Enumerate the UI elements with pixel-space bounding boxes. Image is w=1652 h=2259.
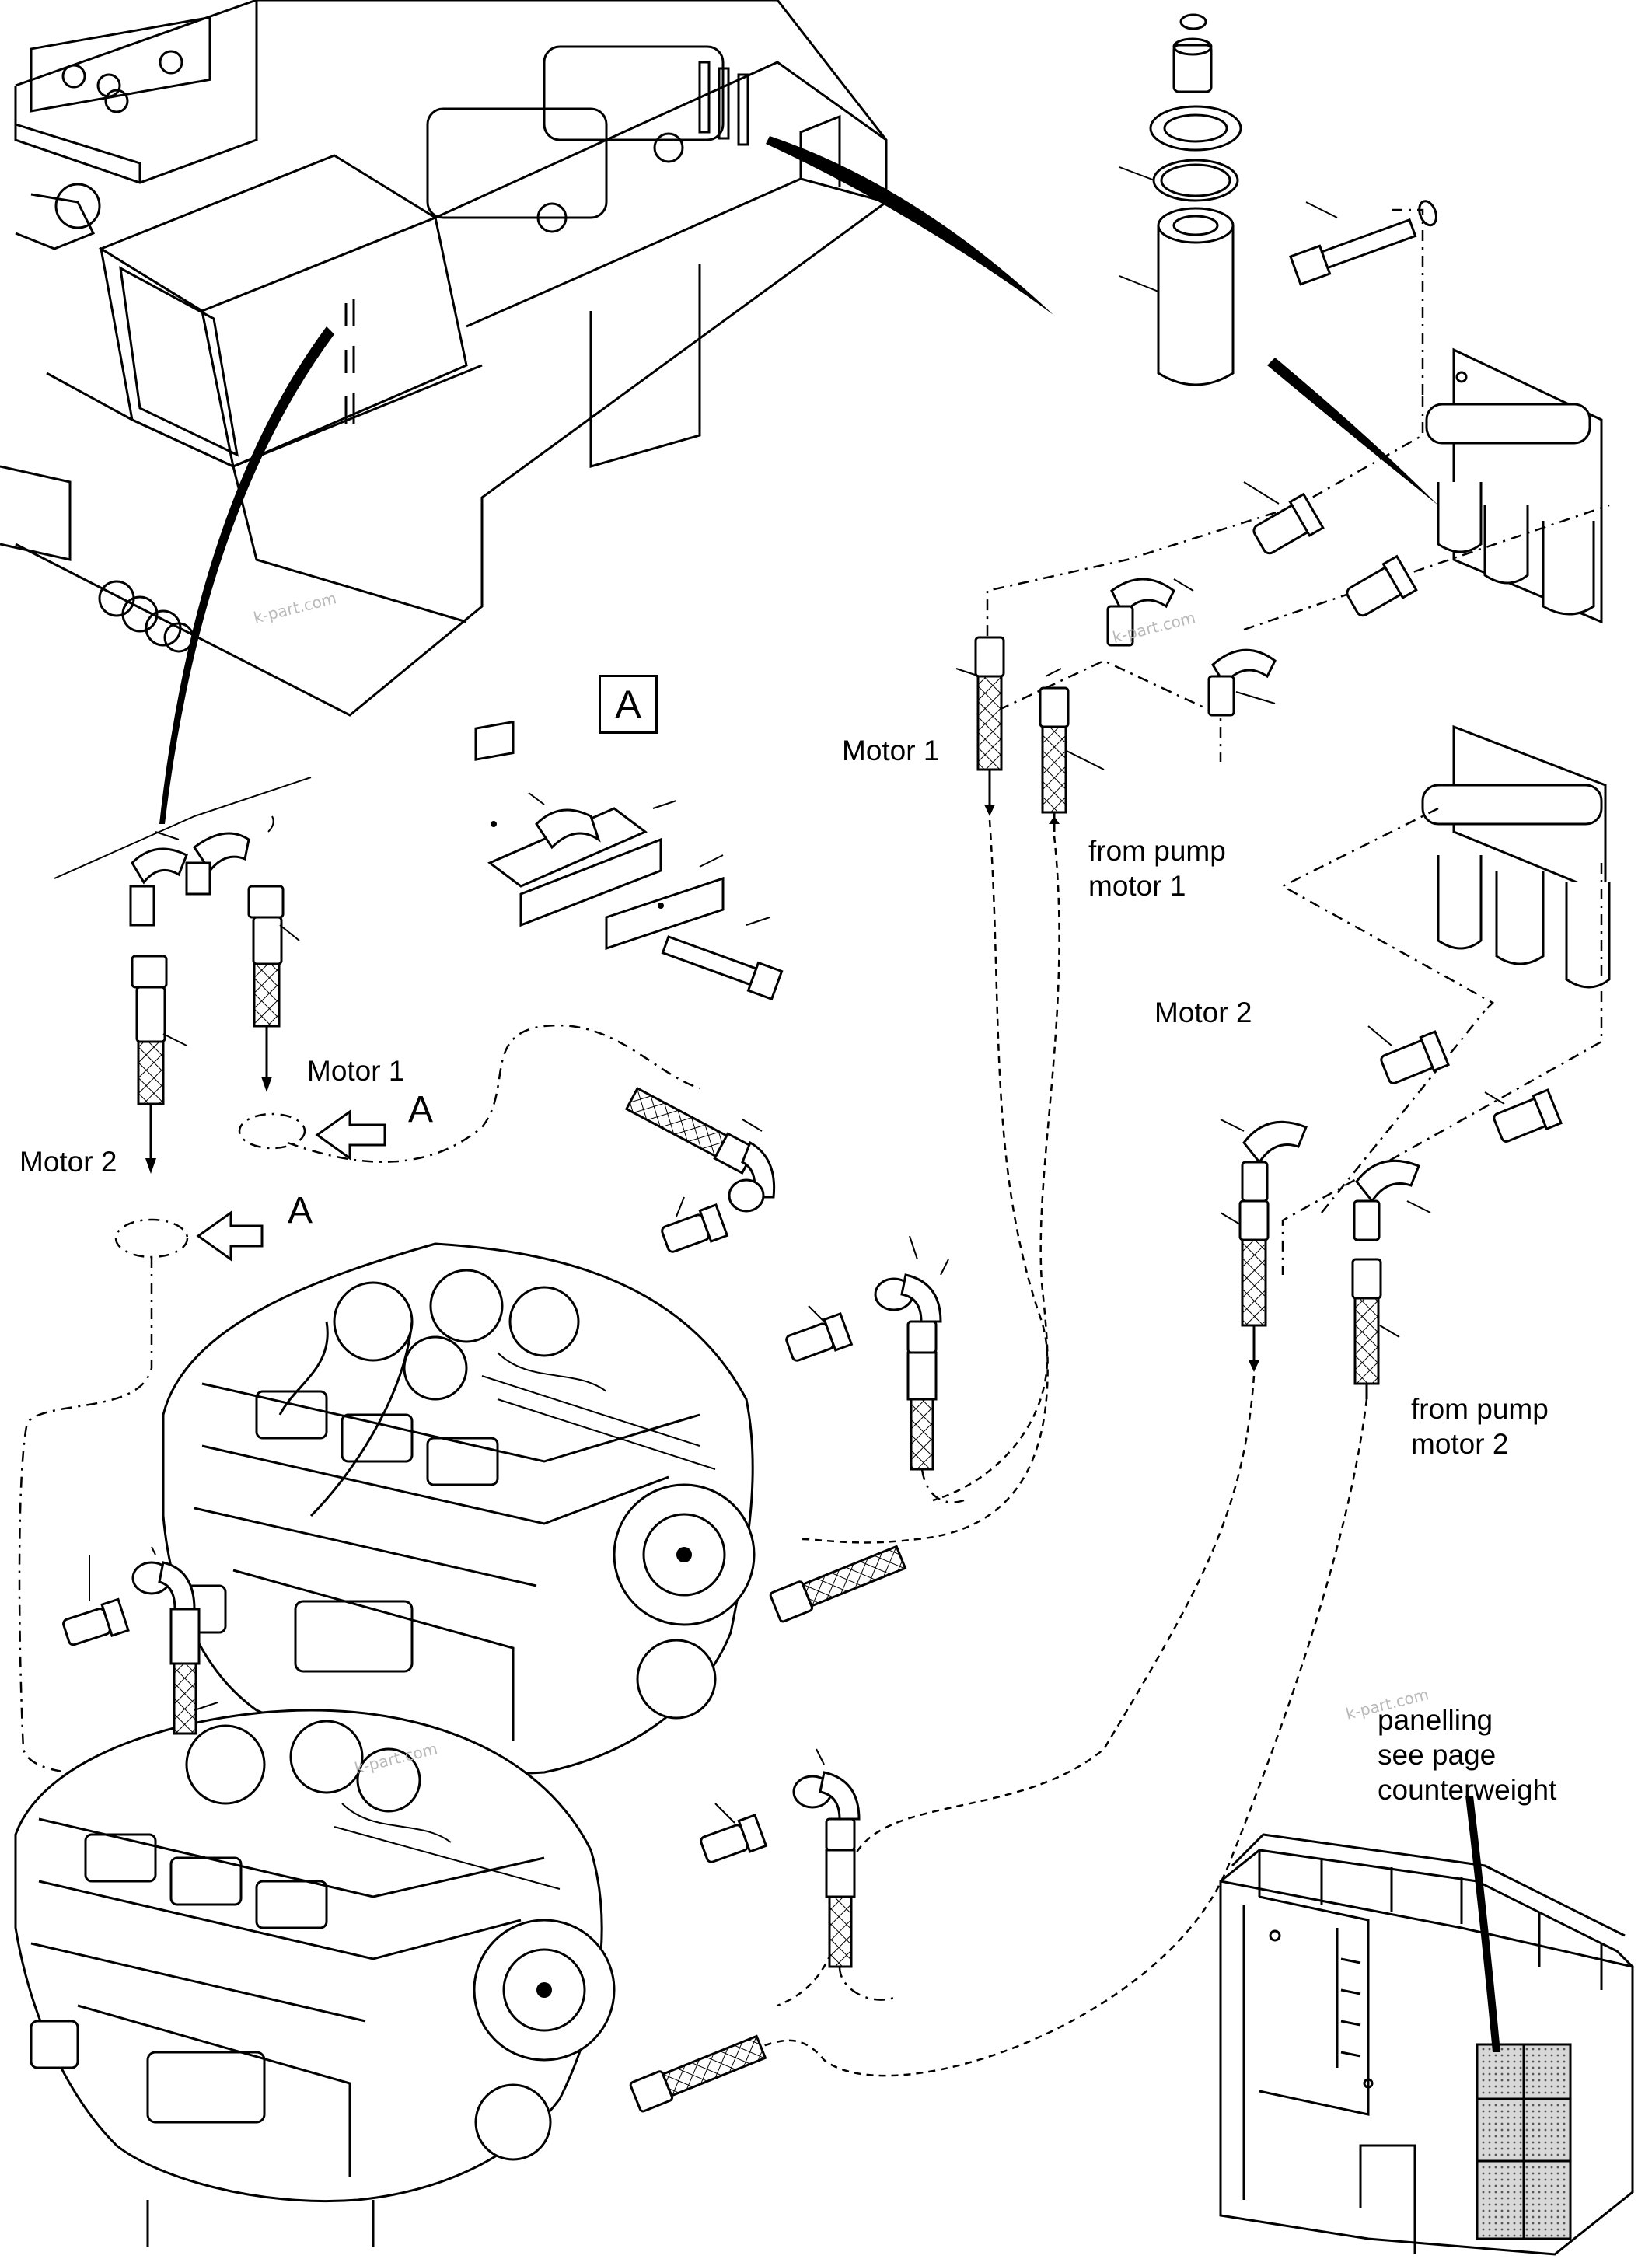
label-from-pump-motor1-l2: motor 1 — [1088, 870, 1186, 902]
label-panelling-l2: see page — [1378, 1739, 1497, 1771]
filter-assembly — [1119, 13, 1603, 624]
detail-a-callout-box: A — [599, 675, 658, 734]
counterweight-panelling — [1219, 1796, 1634, 2256]
engine-side-fittings — [62, 1546, 895, 2113]
middle-hose-fittings — [624, 1086, 965, 1623]
motor1-pump-connections — [800, 396, 1610, 1544]
label-a-upper: A — [408, 1089, 434, 1130]
label-from-pump-motor1-l1: from pump — [1088, 835, 1226, 867]
engine-upper — [162, 1242, 756, 1788]
label-motor2-right: Motor 2 — [1154, 997, 1252, 1028]
label-motor1-right: Motor 1 — [842, 735, 940, 766]
detail-a-clamp — [474, 720, 784, 1001]
label-motor1-left: Motor 1 — [307, 1055, 405, 1087]
left-fittings — [18, 777, 700, 1775]
motor2-pump-connections — [738, 724, 1611, 2077]
engine-lower — [14, 1709, 616, 2247]
label-from-pump-motor2-l1: from pump — [1411, 1393, 1549, 1425]
machine-upper-structure — [0, 0, 1053, 824]
label-panelling-l1: panelling — [1378, 1704, 1493, 1736]
label-from-pump-motor2-l2: motor 2 — [1411, 1428, 1509, 1460]
label-panelling-l3: counterweight — [1378, 1774, 1557, 1806]
label-a-lower: A — [288, 1190, 313, 1231]
label-motor2-left: Motor 2 — [19, 1146, 117, 1178]
